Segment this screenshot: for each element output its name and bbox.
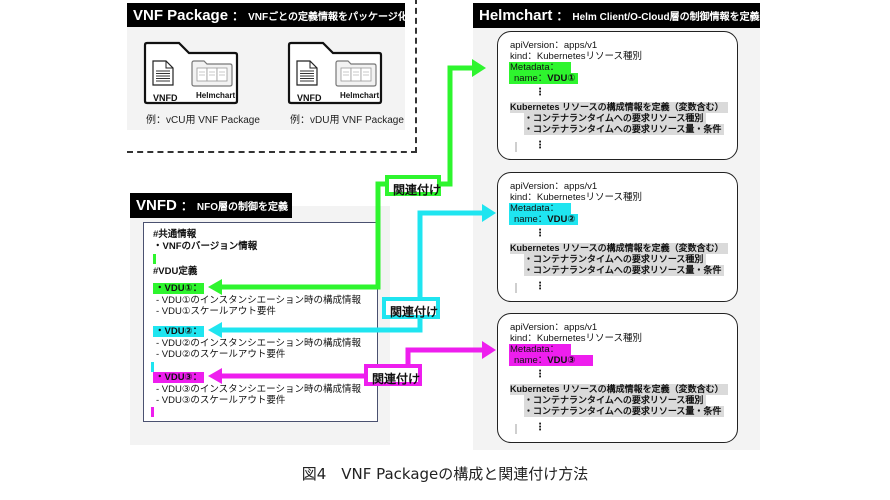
link-vdu3-line xyxy=(222,347,482,379)
vdu1-marker xyxy=(153,254,156,264)
card-ellipsis: ⋮ xyxy=(535,87,545,98)
card-resource-item: ・コンテナランタイムへの要求リソース種別 xyxy=(524,254,707,265)
card-api-version: apiVersion：apps/v1 xyxy=(510,181,598,192)
vnfd-common-item: ・VNFのバージョン情報 xyxy=(153,241,258,252)
vnfd-title-bar: VNFD ： NFO層の制御を定義 xyxy=(130,193,292,218)
package-caption-vcu: 例：vCU用 VNF Package xyxy=(146,115,260,126)
vdu2-marker xyxy=(151,362,154,372)
link-vdu2-arrowhead-left xyxy=(208,322,222,338)
link-label-vdu2: 関連付け xyxy=(382,297,440,319)
package-folder-vdu: VNFD Helmchart xyxy=(287,41,383,105)
card-api-version: apiVersion：apps/v1 xyxy=(510,322,598,333)
card-name-row: name：VDU① xyxy=(509,73,579,84)
vnfd-common-heading: #共通情報 xyxy=(153,229,197,240)
card-resource-item: ・コンテナランタイムへの要求リソース種別 xyxy=(524,395,707,406)
package-caption-vdu: 例：vDU用 VNF Package xyxy=(290,115,404,126)
link-vdu2-arrowhead-right xyxy=(482,204,496,222)
card-trailing-ellipsis: ⋮ xyxy=(535,422,545,433)
document-icon xyxy=(152,60,174,86)
card-name-key: name： xyxy=(514,355,548,366)
card-name-value: VDU② xyxy=(547,214,576,225)
helmchart-file-label: Helmchart xyxy=(196,91,236,100)
card-resource-heading: Kubernetes リソースの構成情報を定義（変数含む） xyxy=(510,102,728,113)
card-name-row: name：VDU② xyxy=(509,214,579,225)
vnf-package-title-separator: ： xyxy=(232,8,245,23)
vnfd-vdu-heading: #VDU定義 xyxy=(153,266,198,277)
link-vdu2 xyxy=(208,204,496,338)
vnfd-subtitle: NFO層の制御を定義 xyxy=(196,202,288,213)
card-resource-item: ・コンテナランタイムへの要求リソース量・条件 xyxy=(524,265,725,276)
card-ellipsis: ⋮ xyxy=(535,228,545,239)
helmchart-title-separator: ： xyxy=(556,9,569,23)
vnfd-content-box: #共通情報 ・VNFのバージョン情報 #VDU定義 ・VDU①： - VDU①の… xyxy=(143,222,378,422)
vnfd-vdu3-item: - VDU③のインスタンシエーション時の構成情報 xyxy=(156,384,361,395)
card-trailing-ellipsis: ⋮ xyxy=(535,281,545,292)
link-vdu3-arrowhead-right xyxy=(482,341,496,359)
helmchart-file-label: Helmchart xyxy=(340,91,380,100)
link-vdu3 xyxy=(208,341,496,384)
card-name-key: name： xyxy=(514,214,548,225)
vdu3-marker xyxy=(151,407,154,417)
link-vdu1-arrowhead-left xyxy=(208,279,222,295)
vnfd-vdu3-item: - VDU③のスケールアウト要件 xyxy=(156,395,286,406)
card-name-value: VDU③ xyxy=(547,355,576,366)
card-tick-mark xyxy=(515,283,517,293)
vnfd-title-separator: ： xyxy=(180,199,193,213)
card-resource-item: ・コンテナランタイムへの要求リソース量・条件 xyxy=(524,124,725,135)
card-resource-item: ・コンテナランタイムへの要求リソース量・条件 xyxy=(524,406,725,417)
figure-caption: 図4 VNF Packageの構成と関連付け方法 xyxy=(301,465,589,483)
helmchart-title-bar: Helmchart ： Helm Client/O-Cloud層の制御情報を定義 xyxy=(473,3,760,28)
link-vdu2-line xyxy=(222,210,482,333)
card-kind: kind：Kubernetesリソース種別 xyxy=(510,192,643,203)
vnfd-file-label: VNFD xyxy=(297,93,322,103)
card-resource-item: ・コンテナランタイムへの要求リソース種別 xyxy=(524,113,707,124)
card-ellipsis: ⋮ xyxy=(535,369,545,380)
document-icon xyxy=(296,60,318,86)
link-vdu1-arrowhead-right xyxy=(472,59,486,77)
vnfd-vdu1-label: ・VDU①： xyxy=(153,283,205,294)
vnf-package-frame xyxy=(127,0,417,153)
link-label-vdu3: 関連付け xyxy=(364,364,422,386)
card-tick-mark xyxy=(515,424,517,434)
link-vdu1 xyxy=(208,59,486,295)
card-metadata: Metadata： xyxy=(509,62,572,73)
link-label-vdu1: 関連付け xyxy=(385,175,441,197)
vnfd-title: VNFD xyxy=(136,197,177,214)
vnf-package-title-bar: VNF Package ： VNFごとの定義情報をパッケージ化 xyxy=(127,3,408,27)
vnfd-vdu2-label: ・VDU②： xyxy=(153,326,205,337)
card-kind: kind：Kubernetesリソース種別 xyxy=(510,333,643,344)
card-name-value: VDU① xyxy=(547,73,576,84)
card-tick-mark xyxy=(515,142,517,152)
vnfd-vdu2-item: - VDU②のインスタンシエーション時の構成情報 xyxy=(156,338,361,349)
card-trailing-ellipsis: ⋮ xyxy=(535,140,545,151)
vnf-package-title: VNF Package xyxy=(133,6,229,24)
card-metadata: Metadata： xyxy=(509,203,572,214)
helmchart-title: Helmchart xyxy=(479,7,553,24)
card-resource-heading: Kubernetes リソースの構成情報を定義（変数含む） xyxy=(510,384,728,395)
helmchart-subtitle: Helm Client/O-Cloud層の制御情報を定義 xyxy=(572,12,760,23)
vnfd-vdu1-item: - VDU①のインスタンシエーション時の構成情報 xyxy=(156,295,361,306)
vnfd-vdu3-label: ・VDU③： xyxy=(153,372,205,383)
folder-icon xyxy=(143,41,239,105)
card-resource-heading: Kubernetes リソースの構成情報を定義（変数含む） xyxy=(510,243,728,254)
vnfd-vdu2-item: - VDU②のスケールアウト要件 xyxy=(156,349,286,360)
helmchart-docs-icon xyxy=(335,60,377,87)
card-kind: kind：Kubernetesリソース種別 xyxy=(510,51,643,62)
vnf-package-subtitle: VNFごとの定義情報をパッケージ化 xyxy=(248,11,408,23)
vnfd-file-label: VNFD xyxy=(153,93,178,103)
card-name-row: name：VDU③ xyxy=(509,355,594,366)
vnfd-vdu1-item: - VDU①スケールアウト要件 xyxy=(156,306,276,317)
card-api-version: apiVersion：apps/v1 xyxy=(510,40,598,51)
link-vdu3-arrowhead-left xyxy=(208,368,222,384)
helmchart-docs-icon xyxy=(191,60,233,87)
folder-icon xyxy=(287,41,383,105)
card-name-key: name： xyxy=(514,73,548,84)
package-folder-vcu: VNFD Helmchart xyxy=(143,41,239,105)
card-metadata: Metadata： xyxy=(509,344,572,355)
